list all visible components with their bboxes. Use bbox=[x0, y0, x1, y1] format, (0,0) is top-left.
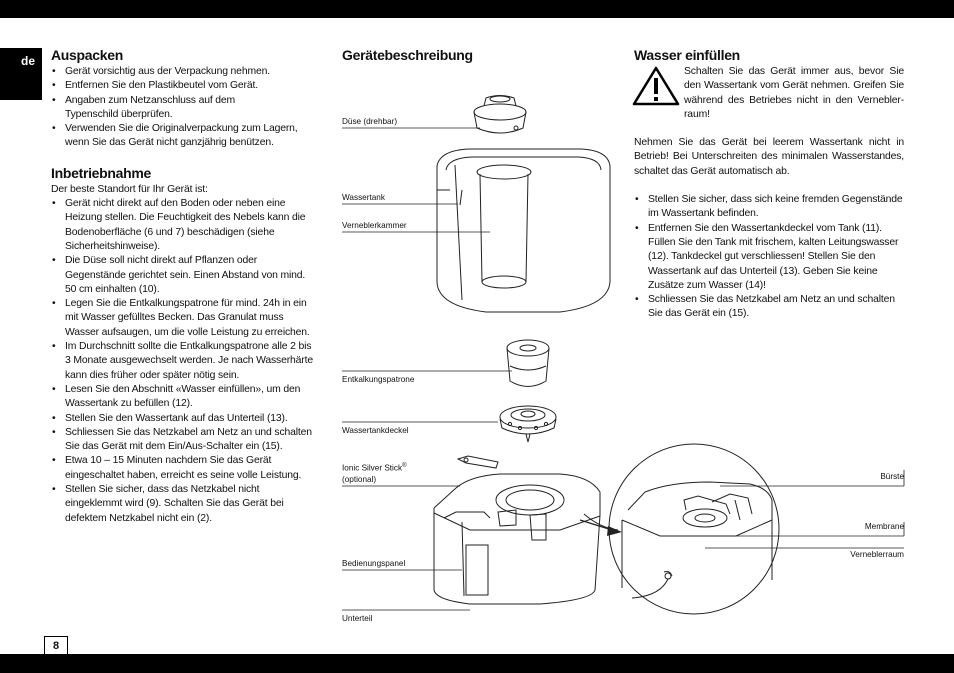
label-bedienungspanel: Bedienungspanel bbox=[342, 559, 406, 568]
column-middle: Gerätebeschreibung bbox=[342, 47, 592, 65]
page-number: 8 bbox=[44, 636, 68, 657]
label-ionic-text: Ionic Silver Stick bbox=[342, 463, 403, 473]
list-item: Legen Sie die Entkalkungspatrone für min… bbox=[51, 297, 316, 340]
label-verneblerkammer: Verneblerkammer bbox=[342, 221, 407, 230]
heading-auspacken: Auspacken bbox=[51, 47, 123, 63]
list-item: Stellen Sie sicher, dass sich keine frem… bbox=[634, 193, 904, 222]
warning-icon bbox=[632, 66, 680, 106]
label-buerste: Bürste bbox=[880, 472, 904, 481]
top-bar bbox=[0, 0, 954, 18]
column-left: Auspacken Gerät vorsichtig aus der Verpa… bbox=[51, 47, 316, 526]
warning-text: Schalten Sie das Gerät immer aus, bevor … bbox=[684, 66, 904, 120]
label-verneblerraum: Verneblerraum bbox=[850, 550, 904, 559]
list-item: Schliessen Sie das Netzkabel am Netz an … bbox=[51, 426, 316, 455]
label-optional: (optional) bbox=[342, 475, 377, 484]
zoom-circle-drawing bbox=[579, 443, 780, 615]
auspacken-list: Gerät vorsichtig aus der Verpackung nehm… bbox=[51, 65, 316, 151]
label-membrane: Membrane bbox=[864, 522, 904, 531]
label-wassertank: Wassertank bbox=[342, 193, 385, 202]
water-tank-drawing bbox=[436, 148, 611, 313]
list-item: Gerät nicht direkt auf den Boden oder ne… bbox=[51, 197, 316, 254]
list-item: Stellen Sie den Wassertank auf das Unter… bbox=[51, 412, 316, 427]
heading-wasser-einfuellen: Wasser einfüllen bbox=[634, 47, 740, 63]
label-ionic-silver-stick: Ionic Silver Stick® bbox=[342, 461, 406, 474]
heading-geraetebeschreibung: Gerätebeschreibung bbox=[342, 47, 473, 63]
list-item: Verwenden Sie die Originalverpackung zum… bbox=[51, 122, 316, 151]
list-item: Schliessen Sie das Netzkabel am Netz an … bbox=[634, 293, 904, 322]
list-item: Entfernen Sie den Plastikbeutel vom Gerä… bbox=[51, 79, 316, 94]
label-unterteil: Unterteil bbox=[342, 614, 373, 623]
tank-lid-drawing bbox=[499, 405, 557, 443]
list-item: Etwa 10 – 15 Minuten nachdem Sie das Ger… bbox=[51, 454, 316, 483]
list-item: Entfernen Sie den Wassertankdeckel vom T… bbox=[634, 222, 904, 293]
list-item: Im Durchschnitt sollte die Entkalkungspa… bbox=[51, 340, 316, 383]
label-duese: Düse (drehbar) bbox=[342, 117, 398, 126]
ionic-silver-stick-drawing bbox=[456, 455, 499, 469]
decalcifying-cartridge-drawing bbox=[506, 339, 550, 387]
list-item: Die Düse soll nicht direkt auf Pflanzen … bbox=[51, 254, 316, 297]
wasser-paragraph: Nehmen Sie das Gerät bei leerem Wasserta… bbox=[634, 137, 904, 177]
column-right: Wasser einfüllen Schalten Sie das Gerät … bbox=[634, 47, 904, 322]
heading-inbetriebnahme: Inbetriebnahme bbox=[51, 164, 152, 181]
list-item: Lesen Sie den Abschnitt «Wasser einfülle… bbox=[51, 383, 316, 412]
language-tab: de bbox=[0, 48, 42, 100]
list-item: Gerät vorsichtig aus der Verpackung nehm… bbox=[51, 65, 316, 80]
label-wassertankdeckel: Wassertankdeckel bbox=[342, 426, 409, 435]
list-item: Angaben zum Netzanschluss auf dem Typens… bbox=[51, 94, 316, 123]
list-item: Stellen Sie sicher, dass das Netzkabel n… bbox=[51, 483, 316, 526]
nozzle-drawing bbox=[473, 95, 527, 134]
bottom-bar bbox=[0, 654, 954, 673]
label-entkalkungspatrone: Entkalkungspatrone bbox=[342, 375, 415, 384]
base-drawing bbox=[433, 473, 601, 605]
leader-lines bbox=[342, 127, 905, 611]
registered-mark: ® bbox=[402, 463, 407, 469]
inbetriebnahme-intro: Der beste Standort für Ihr Gerät ist: bbox=[51, 183, 208, 195]
inbetriebnahme-list: Gerät nicht direkt auf den Boden oder ne… bbox=[51, 197, 316, 526]
wasser-list: Stellen Sie sicher, dass sich keine frem… bbox=[634, 193, 904, 322]
